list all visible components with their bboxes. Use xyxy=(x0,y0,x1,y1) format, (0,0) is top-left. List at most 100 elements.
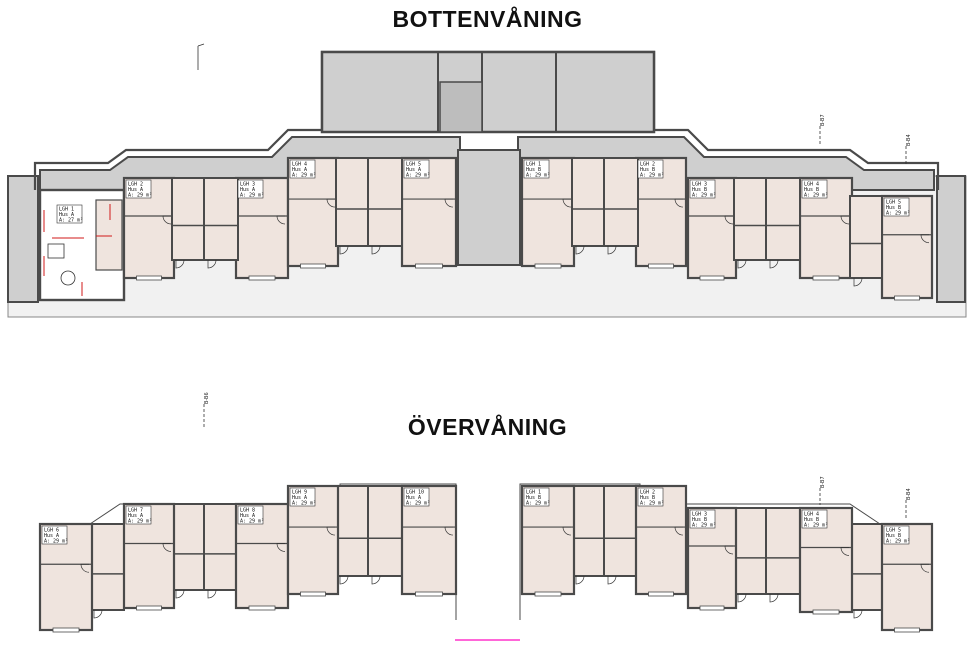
unit-name: LGH 4 xyxy=(804,182,819,188)
unit-label-box xyxy=(41,525,68,545)
unit-name: LGH 2 xyxy=(640,162,655,168)
unit-area: A: 29 m² xyxy=(406,501,430,507)
bathroom-block xyxy=(765,177,801,269)
unit-name: LGH 4 xyxy=(292,162,307,168)
bathroom-room xyxy=(335,485,371,577)
door-swing xyxy=(607,245,617,255)
door-swing xyxy=(371,245,381,255)
unit-house: Hus A xyxy=(292,495,307,501)
door-swing xyxy=(276,215,286,225)
bathroom-block xyxy=(571,485,607,585)
section-label: B-B4 xyxy=(906,134,912,146)
unit-house: Hus A xyxy=(240,513,255,519)
unit-area: A: 29 m² xyxy=(240,519,264,525)
door-swing xyxy=(724,545,734,555)
bathroom-block xyxy=(171,503,207,599)
unit-name: LGH 5 xyxy=(886,528,901,534)
section-label: B-B7 xyxy=(820,114,826,126)
unit-label-box xyxy=(523,159,550,179)
unit-area: A: 27 m² xyxy=(59,218,83,224)
bathroom-room xyxy=(367,157,403,247)
unit-name: LGH 2 xyxy=(640,490,655,496)
unit-label-box xyxy=(883,525,910,545)
sink-fixture xyxy=(47,243,65,259)
upper-floor-title: ÖVERVÅNING xyxy=(407,414,568,440)
north-arrow xyxy=(197,43,205,70)
door-swing xyxy=(853,277,863,287)
bathroom-room xyxy=(171,503,207,591)
unit-house: Hus A xyxy=(128,187,143,193)
bathroom-room xyxy=(849,195,883,279)
unit-label-box xyxy=(523,487,550,507)
bathroom-room xyxy=(571,157,607,247)
unit-label-box xyxy=(883,197,910,217)
door-swing xyxy=(853,609,863,619)
door-swing xyxy=(920,563,930,573)
bathroom-block xyxy=(203,177,239,269)
bathroom-block xyxy=(367,157,403,255)
unit-house: Hus B xyxy=(804,517,819,523)
bathroom-room xyxy=(603,485,639,577)
unit-area: A: 29 m² xyxy=(526,501,550,507)
bathroom-block xyxy=(335,485,371,585)
unit-area: A: 29 m² xyxy=(692,193,716,199)
bathroom-room xyxy=(765,507,801,595)
bathroom-room xyxy=(733,177,769,261)
door-swing xyxy=(674,526,684,536)
central-passage xyxy=(457,149,521,266)
unit-label-box xyxy=(125,505,152,525)
unit-area: A: 29 m² xyxy=(640,173,664,179)
unit-name: LGH 1 xyxy=(526,162,541,168)
unit-house: Hus B xyxy=(640,167,655,173)
door-swing xyxy=(162,215,172,225)
unit-area: A: 29 m² xyxy=(406,173,430,179)
unit-label-box xyxy=(801,509,828,529)
ground-floor-title: BOTTENVÅNING xyxy=(392,6,583,32)
unit-label-box xyxy=(403,487,430,507)
bathroom-block xyxy=(203,503,239,599)
window xyxy=(894,627,920,633)
unit-house: Hus A xyxy=(128,513,143,519)
right-storage xyxy=(936,175,966,303)
door-swing xyxy=(162,543,172,552)
bathroom-block xyxy=(849,523,883,619)
bathroom-block xyxy=(733,177,769,269)
door-swing xyxy=(339,575,349,585)
unit-area: A: 29 m² xyxy=(526,173,550,179)
unit-label-box xyxy=(637,159,664,179)
unit-label-box xyxy=(289,487,316,507)
unit-label-box xyxy=(637,487,664,507)
bathroom-block xyxy=(571,157,607,255)
bathroom-room xyxy=(367,485,403,577)
section-marker: B-B4 xyxy=(905,134,912,165)
section-marker: B-B4 xyxy=(905,488,912,520)
window xyxy=(648,263,674,269)
unit-label-box xyxy=(689,179,716,199)
unit-area: A: 29 m² xyxy=(692,523,716,529)
central-storage-block xyxy=(320,50,656,134)
bathroom-room xyxy=(603,157,639,247)
door-swing xyxy=(674,198,684,208)
left-storage xyxy=(7,175,39,303)
unit-name: LGH 1 xyxy=(59,207,74,213)
door-swing xyxy=(737,593,747,603)
window xyxy=(648,591,674,597)
section-marker: B-B6 xyxy=(203,392,210,428)
section-label: B-B4 xyxy=(906,488,912,500)
bathroom-block xyxy=(733,507,769,603)
door-swing xyxy=(575,575,585,585)
unit-label-box xyxy=(689,509,716,529)
door-swing xyxy=(80,563,90,573)
unit-label-box xyxy=(125,179,152,199)
window xyxy=(415,263,443,269)
door-swing xyxy=(326,526,336,536)
